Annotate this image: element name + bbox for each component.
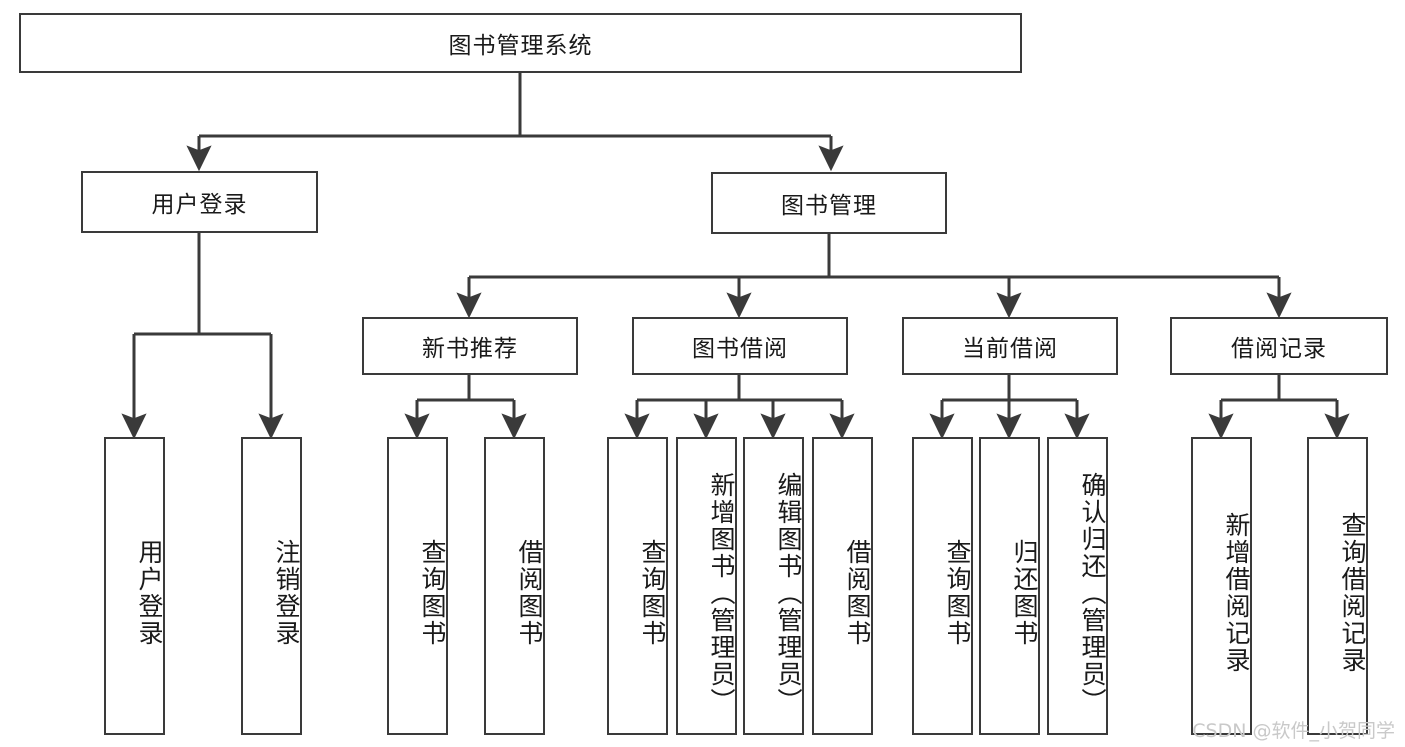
node-leaf-user-logout[interactable]: 注销登录 — [241, 437, 302, 735]
node-current-borrow-label: 当前借阅 — [962, 336, 1058, 362]
node-leaf-query-book-2-label: 查询图书 — [638, 539, 667, 647]
node-leaf-query-record[interactable]: 查询借阅记录 — [1307, 437, 1368, 735]
node-leaf-return-book[interactable]: 归还图书 — [979, 437, 1040, 735]
node-book-manage-label: 图书管理 — [781, 193, 877, 219]
node-leaf-borrow-book-1[interactable]: 借阅图书 — [484, 437, 545, 735]
node-leaf-add-record[interactable]: 新增借阅记录 — [1191, 437, 1252, 735]
csdn-watermark: CSDN @软件_小贺同学 — [1192, 720, 1395, 742]
node-book-borrow[interactable]: 图书借阅 — [632, 317, 848, 375]
node-leaf-add-record-label: 新增借阅记录 — [1222, 512, 1251, 674]
node-leaf-confirm-return[interactable]: 确认归还（管理员） — [1047, 437, 1108, 735]
node-leaf-borrow-book-1-label: 借阅图书 — [515, 539, 544, 647]
node-leaf-user-login[interactable]: 用户登录 — [104, 437, 165, 735]
node-leaf-borrow-book-2-label: 借阅图书 — [843, 539, 872, 647]
node-user-login[interactable]: 用户登录 — [81, 171, 318, 233]
node-leaf-query-record-label: 查询借阅记录 — [1338, 512, 1367, 674]
node-root[interactable]: 图书管理系统 — [19, 13, 1022, 73]
node-leaf-user-login-label: 用户登录 — [135, 539, 164, 647]
node-leaf-confirm-return-label: 确认归还（管理员） — [1078, 471, 1107, 715]
node-leaf-borrow-book-2[interactable]: 借阅图书 — [812, 437, 873, 735]
node-leaf-query-book-3[interactable]: 查询图书 — [912, 437, 973, 735]
node-book-borrow-label: 图书借阅 — [692, 336, 788, 362]
node-user-login-label: 用户登录 — [151, 192, 248, 218]
node-new-book-recommend[interactable]: 新书推荐 — [362, 317, 578, 375]
node-borrow-record-label: 借阅记录 — [1231, 336, 1327, 362]
node-leaf-query-book-3-label: 查询图书 — [943, 539, 972, 647]
node-book-manage[interactable]: 图书管理 — [711, 172, 947, 234]
node-leaf-edit-book[interactable]: 编辑图书（管理员） — [743, 437, 804, 735]
node-current-borrow[interactable]: 当前借阅 — [902, 317, 1118, 375]
node-leaf-add-book[interactable]: 新增图书（管理员） — [676, 437, 737, 735]
node-leaf-user-logout-label: 注销登录 — [272, 539, 301, 647]
node-leaf-return-book-label: 归还图书 — [1010, 539, 1039, 647]
node-root-label: 图书管理系统 — [448, 33, 593, 59]
node-borrow-record[interactable]: 借阅记录 — [1170, 317, 1388, 375]
node-leaf-query-book-1[interactable]: 查询图书 — [387, 437, 448, 735]
node-leaf-query-book-2[interactable]: 查询图书 — [607, 437, 668, 735]
node-new-book-recommend-label: 新书推荐 — [422, 336, 518, 362]
node-leaf-edit-book-label: 编辑图书（管理员） — [774, 471, 803, 715]
node-leaf-add-book-label: 新增图书（管理员） — [707, 471, 736, 715]
node-leaf-query-book-1-label: 查询图书 — [418, 539, 447, 647]
